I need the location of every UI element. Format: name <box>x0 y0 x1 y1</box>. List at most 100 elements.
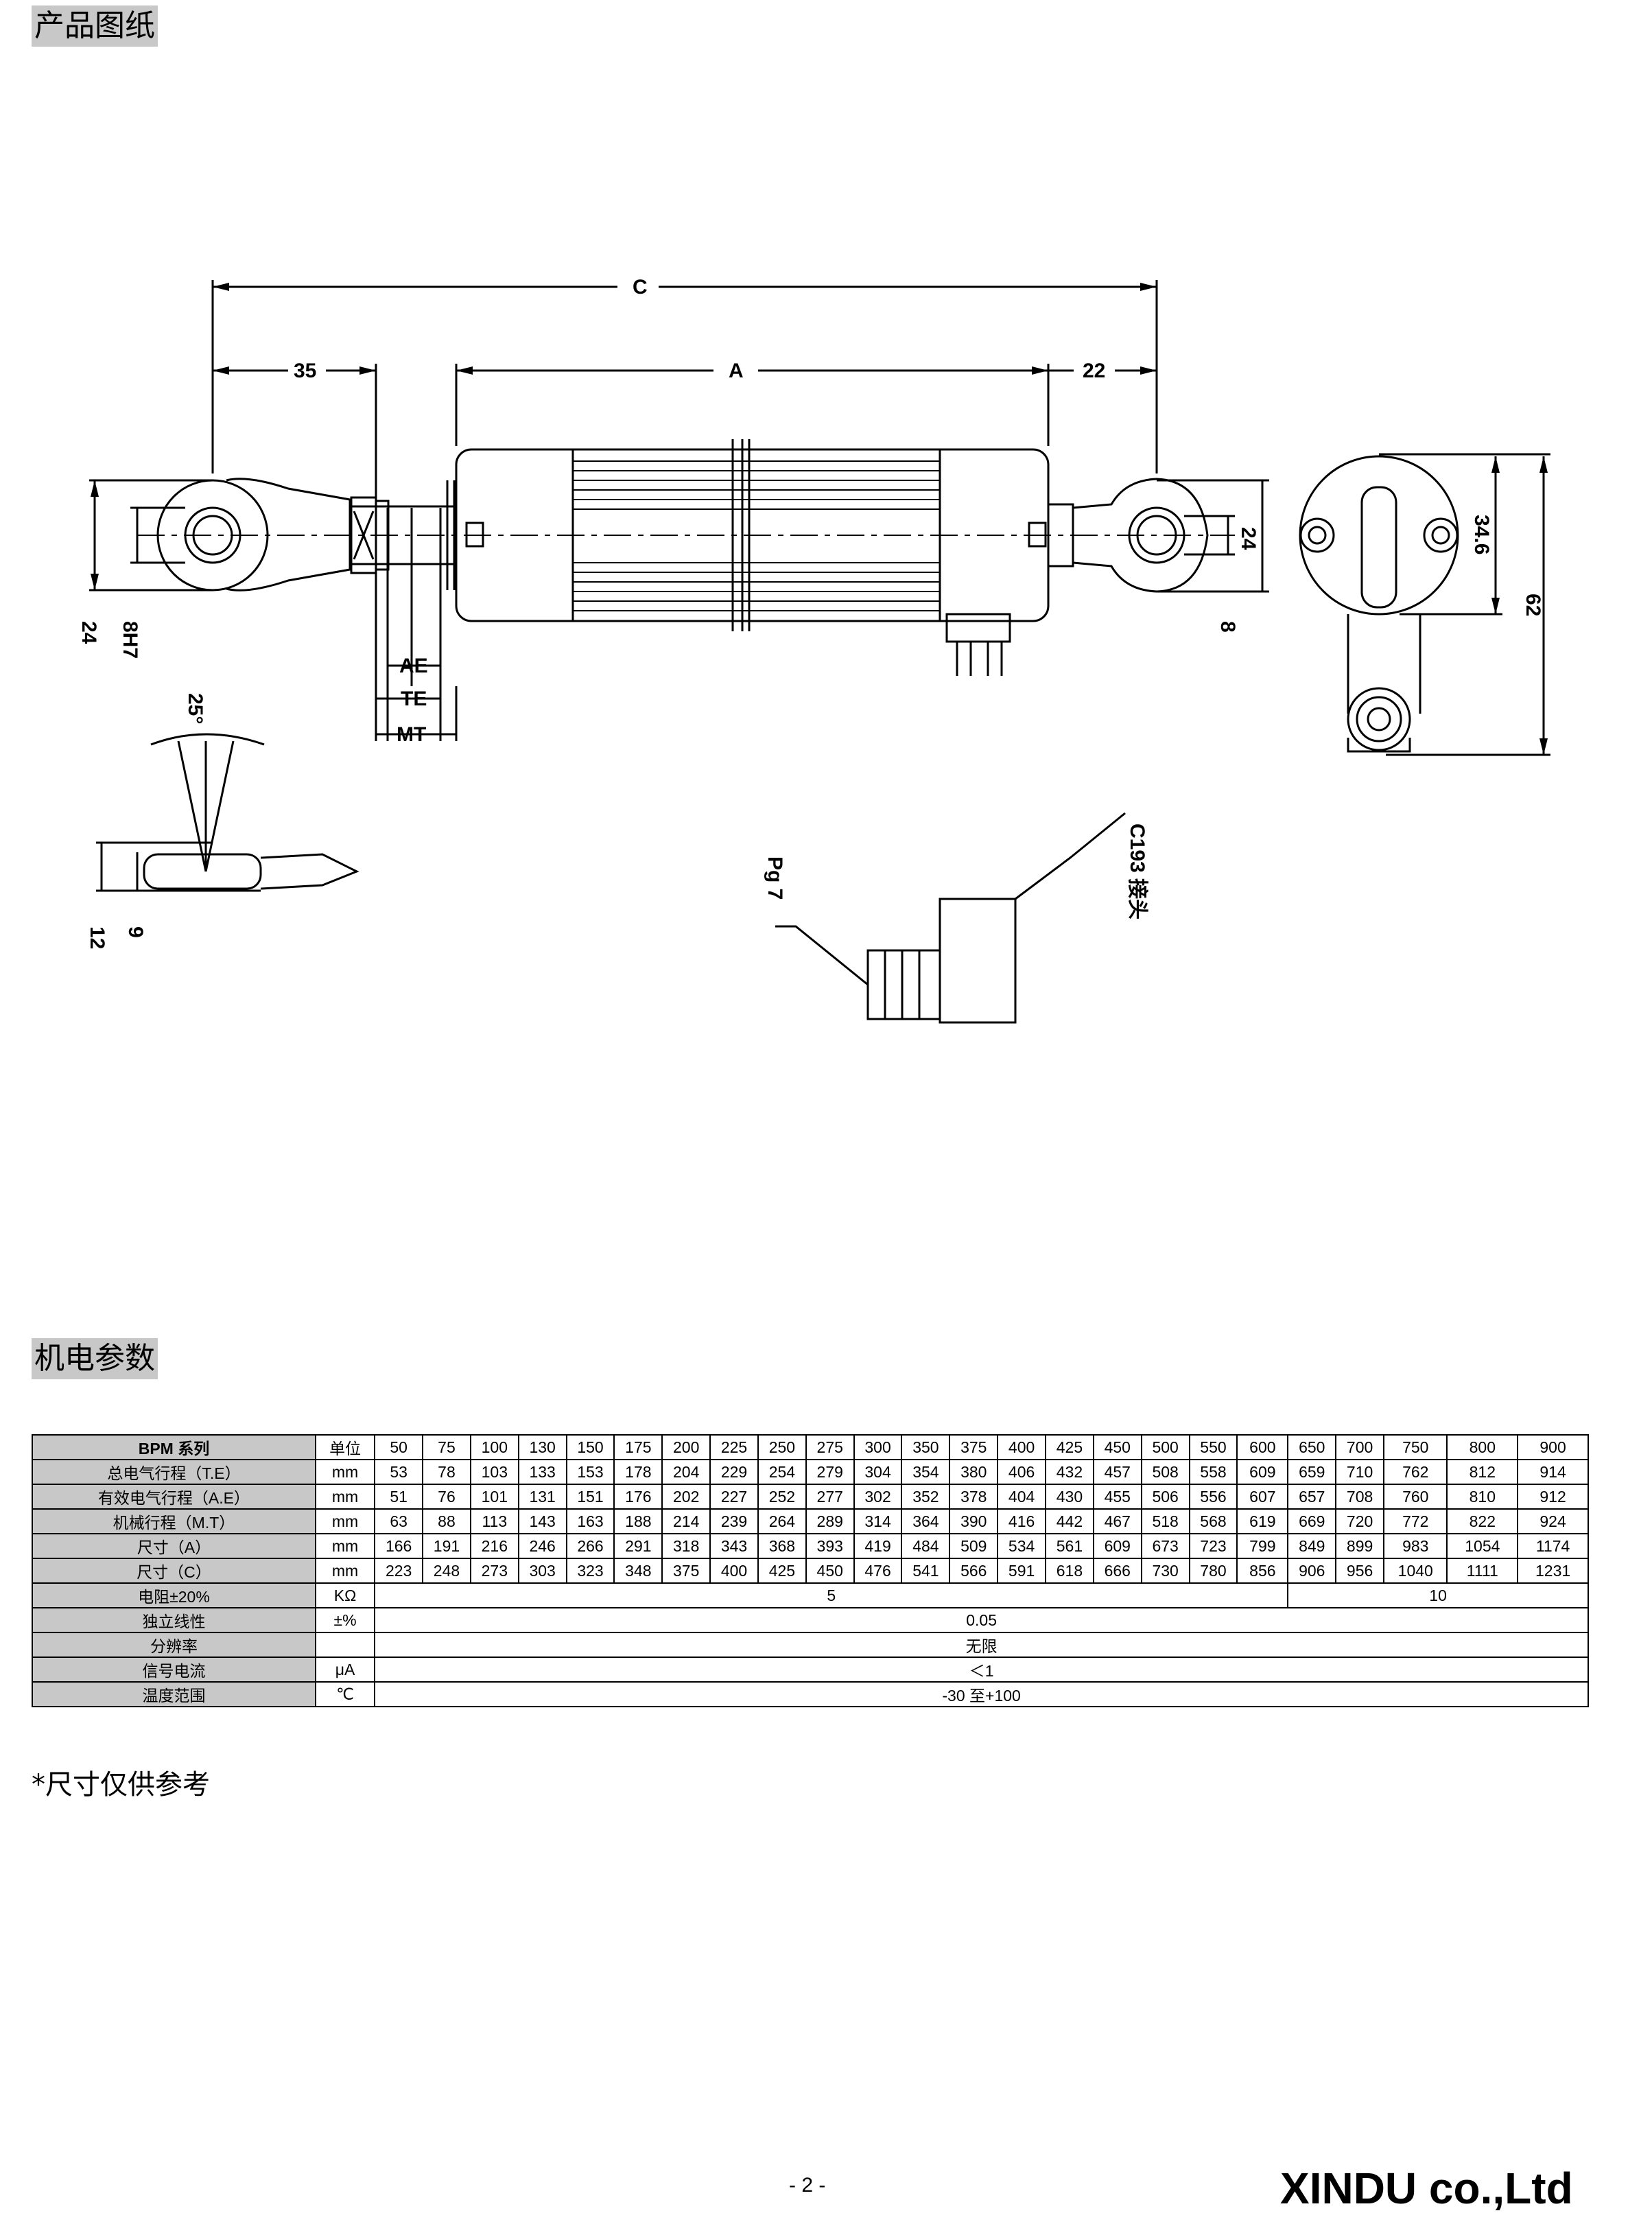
table-cell: 248 <box>422 1558 471 1584</box>
table-cell: 368 <box>757 1533 807 1559</box>
table-cell: 1231 <box>1517 1558 1589 1584</box>
table-cell: 1054 <box>1446 1533 1519 1559</box>
table-cell: 659 <box>1287 1459 1337 1485</box>
table-cell: 607 <box>1236 1484 1289 1510</box>
table-cell: 223 <box>374 1558 424 1584</box>
table-cell: 176 <box>613 1484 663 1510</box>
table-row-merged: 独立线性±%0.05 <box>32 1607 1589 1633</box>
header-value-cell: 425 <box>1045 1434 1094 1460</box>
table-cell: 166 <box>374 1533 424 1559</box>
dim-label-22: 22 <box>1083 360 1105 382</box>
table-cell: 619 <box>1236 1508 1289 1534</box>
header-value-cell: 275 <box>805 1434 855 1460</box>
table-cell: 273 <box>469 1558 519 1584</box>
table-cell: 153 <box>565 1459 615 1485</box>
table-cell: 924 <box>1517 1508 1589 1534</box>
header-value-cell: 900 <box>1517 1434 1589 1460</box>
section-title-drawing: 产品图纸 <box>32 5 158 47</box>
table-cell: 214 <box>661 1508 711 1534</box>
table-cell: 302 <box>853 1484 903 1510</box>
table-cell: 400 <box>709 1558 759 1584</box>
table-cell: 304 <box>853 1459 903 1485</box>
table-cell: 227 <box>709 1484 759 1510</box>
table-cell: 425 <box>757 1558 807 1584</box>
row-unit-cell: ±% <box>314 1607 376 1633</box>
table-cell: 246 <box>517 1533 567 1559</box>
table-cell: 856 <box>1236 1558 1289 1584</box>
table-cell: 343 <box>709 1533 759 1559</box>
table-cell: 760 <box>1383 1484 1448 1510</box>
table-cell: 375 <box>661 1558 711 1584</box>
table-cell: 723 <box>1188 1533 1238 1559</box>
header-value-cell: 150 <box>565 1434 615 1460</box>
dim-label-34-6: 34.6 <box>1470 515 1493 554</box>
table-cell: 673 <box>1140 1533 1190 1559</box>
header-value-cell: 50 <box>374 1434 424 1460</box>
row-label-cell: 机械行程（M.T） <box>32 1508 316 1534</box>
table-cell: 133 <box>517 1459 567 1485</box>
header-value-cell: 500 <box>1140 1434 1190 1460</box>
table-cell: 450 <box>805 1558 855 1584</box>
table-cell: 506 <box>1140 1484 1190 1510</box>
header-value-cell: 175 <box>613 1434 663 1460</box>
table-cell: 204 <box>661 1459 711 1485</box>
table-cell: 666 <box>1092 1558 1142 1584</box>
row-label-cell: 总电气行程（T.E） <box>32 1459 316 1485</box>
dim-label-te: TE <box>401 688 427 710</box>
table-cell: 151 <box>565 1484 615 1510</box>
row-label-cell: 独立线性 <box>32 1607 316 1633</box>
table-cell: 318 <box>661 1533 711 1559</box>
table-cell: 103 <box>469 1459 519 1485</box>
header-value-cell: 600 <box>1236 1434 1289 1460</box>
table-cell: 442 <box>1045 1508 1094 1534</box>
header-value-cell: 750 <box>1383 1434 1448 1460</box>
dim-label-8: 8 <box>1216 621 1239 633</box>
table-cell: 216 <box>469 1533 519 1559</box>
table-cell: 393 <box>805 1533 855 1559</box>
table-cell: 772 <box>1383 1508 1448 1534</box>
table-cell: 229 <box>709 1459 759 1485</box>
table-cell: 406 <box>997 1459 1047 1485</box>
section-title-params: 机电参数 <box>32 1338 158 1379</box>
table-cell: 906 <box>1287 1558 1337 1584</box>
header-value-cell: 375 <box>949 1434 999 1460</box>
table-cell: 509 <box>949 1533 999 1559</box>
table-cell: 609 <box>1092 1533 1142 1559</box>
table-cell: 143 <box>517 1508 567 1534</box>
dim-label-9: 9 <box>124 926 147 938</box>
merged-value-cell: 0.05 <box>374 1607 1589 1633</box>
table-cell: 279 <box>805 1459 855 1485</box>
header-value-cell: 450 <box>1092 1434 1142 1460</box>
table-cell: 254 <box>757 1459 807 1485</box>
table-cell: 812 <box>1446 1459 1519 1485</box>
table-cell: 380 <box>949 1459 999 1485</box>
table-cell: 88 <box>422 1508 471 1534</box>
header-value-cell: 700 <box>1335 1434 1385 1460</box>
table-cell: 518 <box>1140 1508 1190 1534</box>
table-cell: 63 <box>374 1508 424 1534</box>
dim-label-24-right: 24 <box>1237 527 1260 550</box>
table-row-merged: 温度范围℃-30 至+100 <box>32 1681 1589 1707</box>
dim-label-35: 35 <box>294 360 316 382</box>
table-cell: 556 <box>1188 1484 1238 1510</box>
table-cell: 568 <box>1188 1508 1238 1534</box>
table-cell: 239 <box>709 1508 759 1534</box>
table-cell: 609 <box>1236 1459 1289 1485</box>
header-value-cell: 300 <box>853 1434 903 1460</box>
row-unit-cell: mm <box>314 1459 376 1485</box>
dim-label-angle: 25° <box>184 693 206 724</box>
dim-label-12: 12 <box>86 926 108 949</box>
table-cell: 101 <box>469 1484 519 1510</box>
table-cell: 289 <box>805 1508 855 1534</box>
table-cell: 541 <box>901 1558 951 1584</box>
row-unit-cell: μA <box>314 1657 376 1683</box>
table-cell: 252 <box>757 1484 807 1510</box>
dim-label-ae: AE <box>399 655 428 677</box>
row-unit-cell: mm <box>314 1533 376 1559</box>
merged-value-cell: -30 至+100 <box>374 1681 1589 1707</box>
table-cell: 51 <box>374 1484 424 1510</box>
